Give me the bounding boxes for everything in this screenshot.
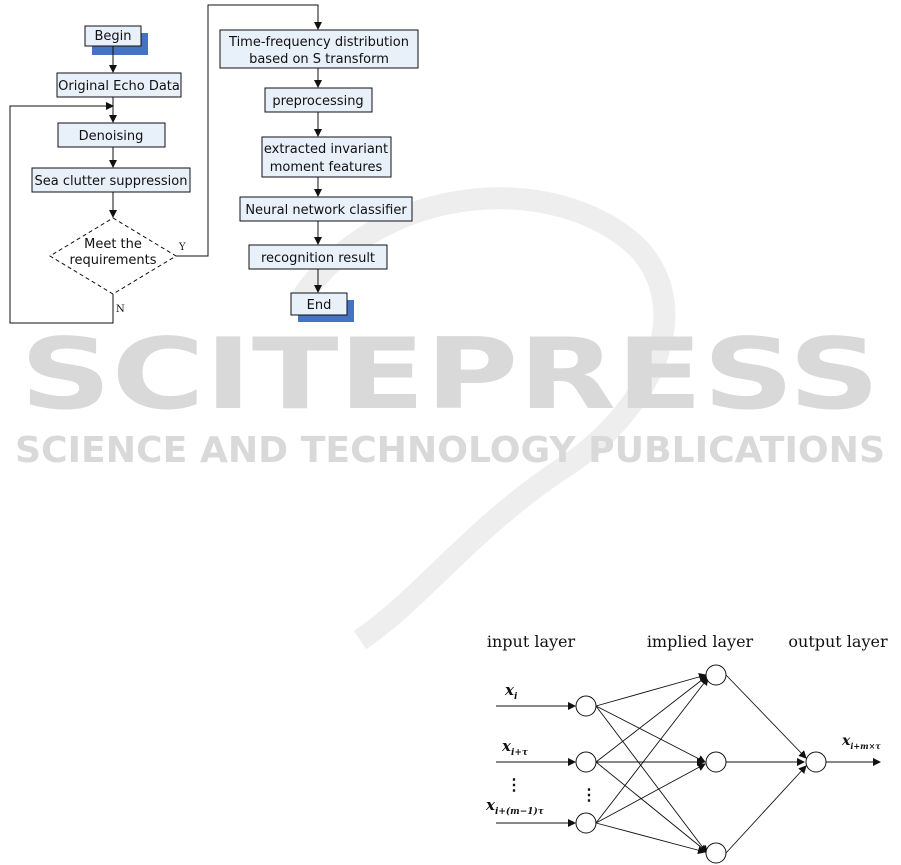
watermark: SCITEPRESS SCIENCE AND TECHNOLOGY PUBLIC… — [15, 187, 885, 650]
output-x-label: xi+m×τ — [841, 733, 881, 751]
watermark-subtitle: SCIENCE AND TECHNOLOGY PUBLICATIONS — [15, 430, 885, 471]
edge-i3-h1 — [595, 677, 709, 824]
edge-i1-h2 — [595, 705, 706, 763]
hidden-node-1 — [705, 664, 727, 686]
edge-i2-h3 — [595, 761, 708, 853]
preprocessing-label: preprocessing — [272, 94, 363, 109]
edge-i3-h3 — [595, 822, 706, 855]
features-box — [261, 136, 392, 178]
input-node-3 — [575, 812, 597, 834]
connections-hidden-output — [725, 674, 807, 854]
watermark-swirl-shape — [290, 187, 676, 650]
recognition-label: recognition result — [261, 251, 375, 266]
clutter-suppression-box — [31, 167, 191, 193]
tfd-label-line2: based on S transform — [249, 52, 389, 67]
hidden-layer-label: implied layer — [647, 632, 754, 651]
flowchart: Begin Original Echo Data Denoising Sea c… — [9, 4, 419, 324]
original-echo-label: Original Echo Data — [58, 79, 180, 94]
connections-input-hidden — [595, 673, 709, 855]
features-label-line2: moment features — [270, 160, 383, 175]
input-node-2 — [575, 751, 597, 773]
edge-i1-h3 — [595, 705, 708, 854]
output-node — [805, 751, 827, 773]
begin-label: Begin — [94, 29, 131, 44]
classifier-label: Neural network classifier — [245, 203, 407, 218]
preprocessing-box — [264, 87, 373, 113]
input-x3-label: xi+(m−1)τ — [485, 796, 545, 817]
output-layer-label: output layer — [788, 632, 888, 651]
no-label: N — [116, 304, 125, 315]
input-dots: ⋮ — [506, 775, 522, 794]
denoising-label: Denoising — [79, 129, 144, 144]
input-node-1 — [575, 695, 597, 717]
features-label-line1: extracted invariant — [264, 142, 388, 157]
decision-label-line1: Meet the — [84, 237, 142, 252]
input-x2-label: xi+τ — [501, 737, 529, 758]
edge-i3-h2 — [595, 763, 706, 824]
input-layer-label: input layer — [487, 632, 576, 651]
end-box — [290, 292, 348, 316]
edge-i2-h1 — [595, 675, 708, 763]
input-x1-label: xi — [504, 681, 518, 702]
edge-h3-o — [725, 765, 807, 854]
yes-label: Y — [178, 242, 186, 253]
classifier-box — [239, 196, 413, 222]
recognition-box — [248, 244, 388, 270]
edge-i1-h1 — [595, 673, 707, 707]
denoising-box — [57, 122, 166, 148]
no-loop-line — [9, 102, 114, 324]
decision-label-line2: requirements — [70, 253, 157, 268]
input-node-dots: ⋮ — [581, 785, 597, 804]
watermark-title: SCITEPRESS — [20, 318, 880, 432]
tfd-box — [219, 29, 419, 69]
tfd-label-line1: Time-frequency distribution — [228, 35, 409, 50]
hidden-node-2 — [705, 751, 727, 773]
neural-network: input layer implied layer output layer x… — [485, 632, 888, 864]
end-label: End — [307, 298, 332, 313]
hidden-node-3 — [705, 842, 727, 864]
original-echo-box — [56, 72, 182, 98]
yes-path-line — [176, 4, 322, 257]
edge-h1-o — [725, 674, 807, 759]
clutter-suppression-label: Sea clutter suppression — [35, 174, 188, 189]
